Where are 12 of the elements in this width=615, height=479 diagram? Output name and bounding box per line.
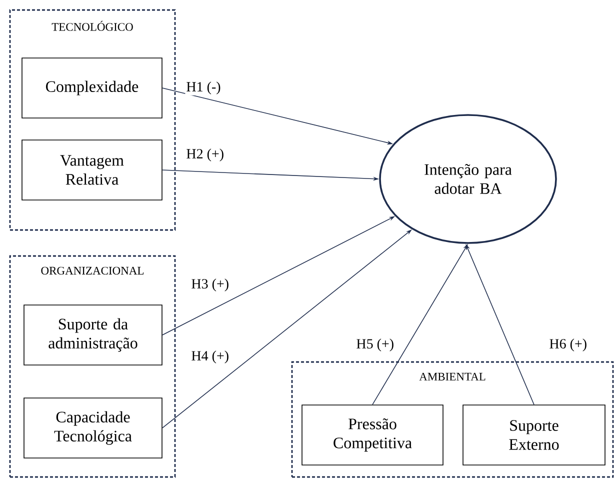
edge-label: H2 (+) [185, 148, 226, 162]
construct-box: Suporte Externo [462, 404, 606, 466]
construct-box: Vantagem Relativa [22, 140, 162, 200]
construct-box: Complexidade [22, 58, 162, 118]
edge-label: H5 (+) [355, 338, 396, 352]
edge-label: H4 (+) [190, 350, 230, 364]
construct-box: Suporte da administração [24, 304, 162, 366]
construct-box: Pressão Competitiva [302, 404, 444, 466]
construct-box: Capacidade Tecnológica [24, 398, 162, 458]
edge-label: H3 (+) [190, 278, 230, 292]
edge-label: H6 (+) [548, 338, 588, 352]
edge-label: H1 (-) [185, 80, 222, 96]
